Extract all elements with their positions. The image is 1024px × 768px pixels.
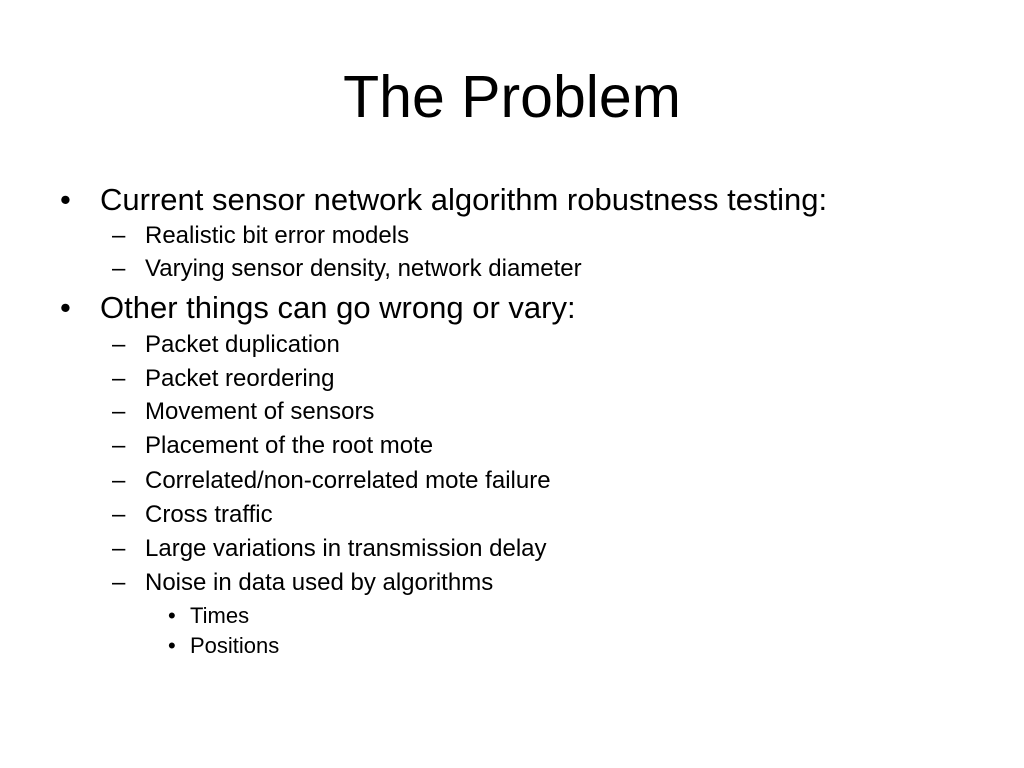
bullet-text: Packet reordering: [145, 365, 335, 392]
bullet-text: Correlated/non-correlated mote failure: [145, 467, 551, 494]
bullet-text: Times: [190, 603, 250, 628]
dash-marker: –: [112, 255, 126, 282]
bullet-marker: •: [60, 182, 71, 217]
bullet-text: Varying sensor density, network diameter: [145, 255, 582, 282]
dash-marker: –: [112, 398, 126, 425]
bullet-text: Movement of sensors: [145, 398, 375, 425]
dash-marker: –: [112, 432, 126, 459]
bullet-text: Current sensor network algorithm robustn…: [100, 182, 828, 217]
slide-title: The Problem: [343, 64, 681, 130]
bullet-text: Other things can go wrong or vary:: [100, 290, 576, 325]
dash-marker: –: [112, 535, 126, 562]
bullet-text: Packet duplication: [145, 331, 340, 358]
bullet-text: Positions: [190, 633, 280, 658]
dash-marker: –: [112, 331, 126, 358]
bullet-text: Realistic bit error models: [145, 222, 410, 249]
bullet-text: Large variations in transmission delay: [145, 535, 547, 562]
bullet-text: Noise in data used by algorithms: [145, 569, 494, 596]
bullet-marker: •: [168, 633, 176, 658]
dash-marker: –: [112, 501, 126, 528]
bullet-text: Placement of the root mote: [145, 432, 434, 459]
bullet-marker: •: [60, 290, 71, 325]
bullet-marker: •: [168, 603, 176, 628]
bullet-text: Cross traffic: [145, 501, 273, 528]
dash-marker: –: [112, 365, 126, 392]
dash-marker: –: [112, 467, 126, 494]
dash-marker: –: [112, 569, 126, 596]
dash-marker: –: [112, 222, 126, 249]
